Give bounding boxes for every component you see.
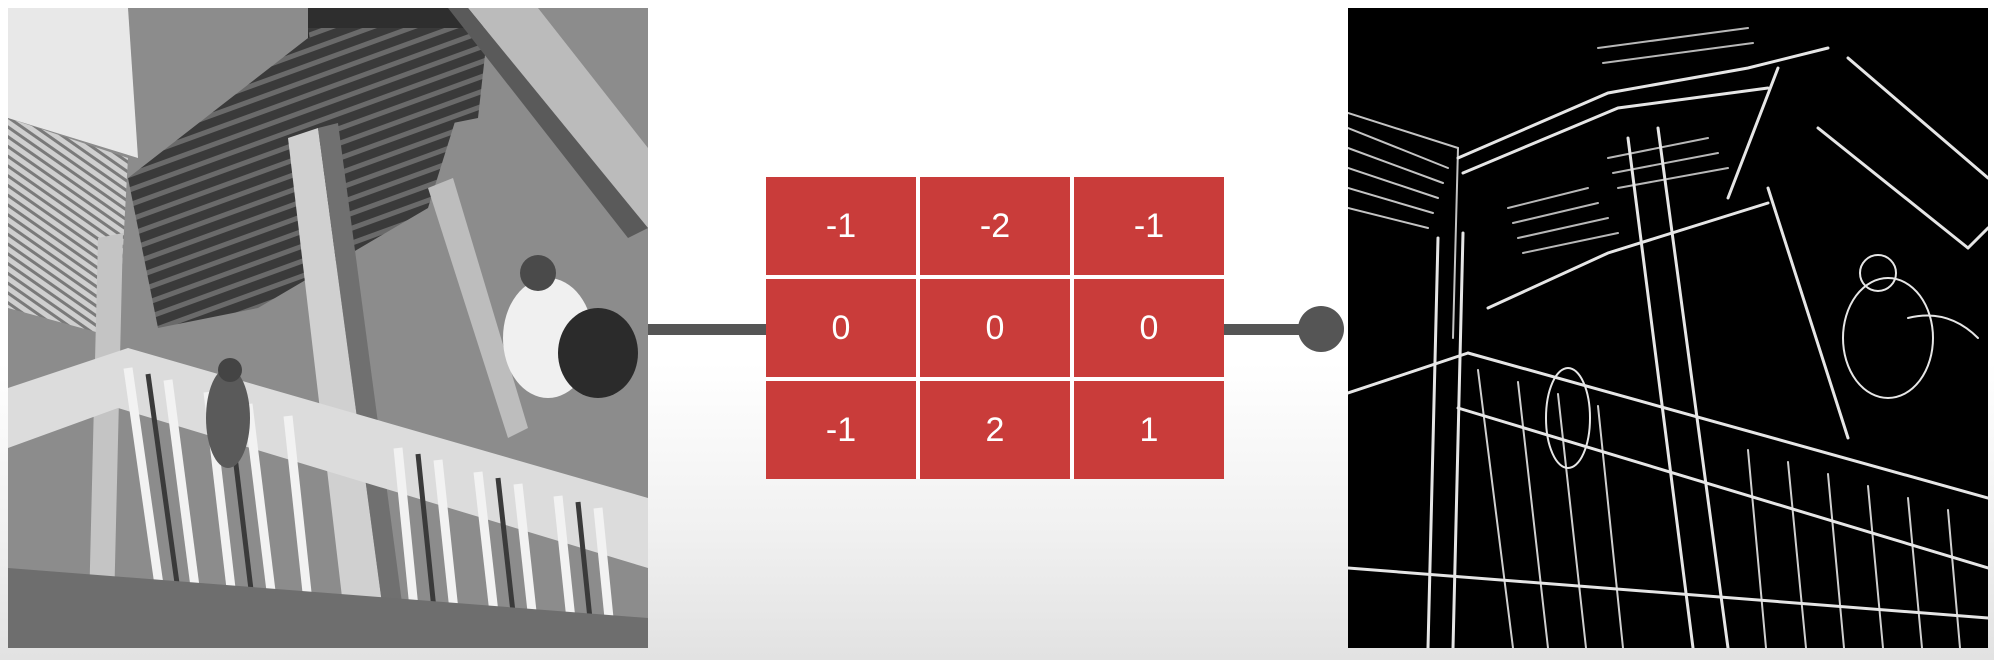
output-node-dot <box>1298 306 1344 352</box>
kernel-cell: 0 <box>1074 279 1224 377</box>
kernel-cell: -1 <box>766 381 916 479</box>
input-image <box>8 8 648 648</box>
kernel-cell: -1 <box>766 177 916 275</box>
connector-line-output <box>1222 324 1310 335</box>
kernel-cell: 1 <box>1074 381 1224 479</box>
kernel-cell: 0 <box>920 279 1070 377</box>
kernel-matrix: -1 -2 -1 0 0 0 -1 2 1 <box>766 177 1224 479</box>
output-image <box>1348 8 1988 648</box>
input-photo-graphic <box>8 8 648 648</box>
connector-line-input <box>648 324 768 335</box>
kernel-cell: -2 <box>920 177 1070 275</box>
kernel-cell: 0 <box>766 279 916 377</box>
output-photo-graphic <box>1348 8 1988 648</box>
kernel-cell: -1 <box>1074 177 1224 275</box>
kernel-cell: 2 <box>920 381 1070 479</box>
